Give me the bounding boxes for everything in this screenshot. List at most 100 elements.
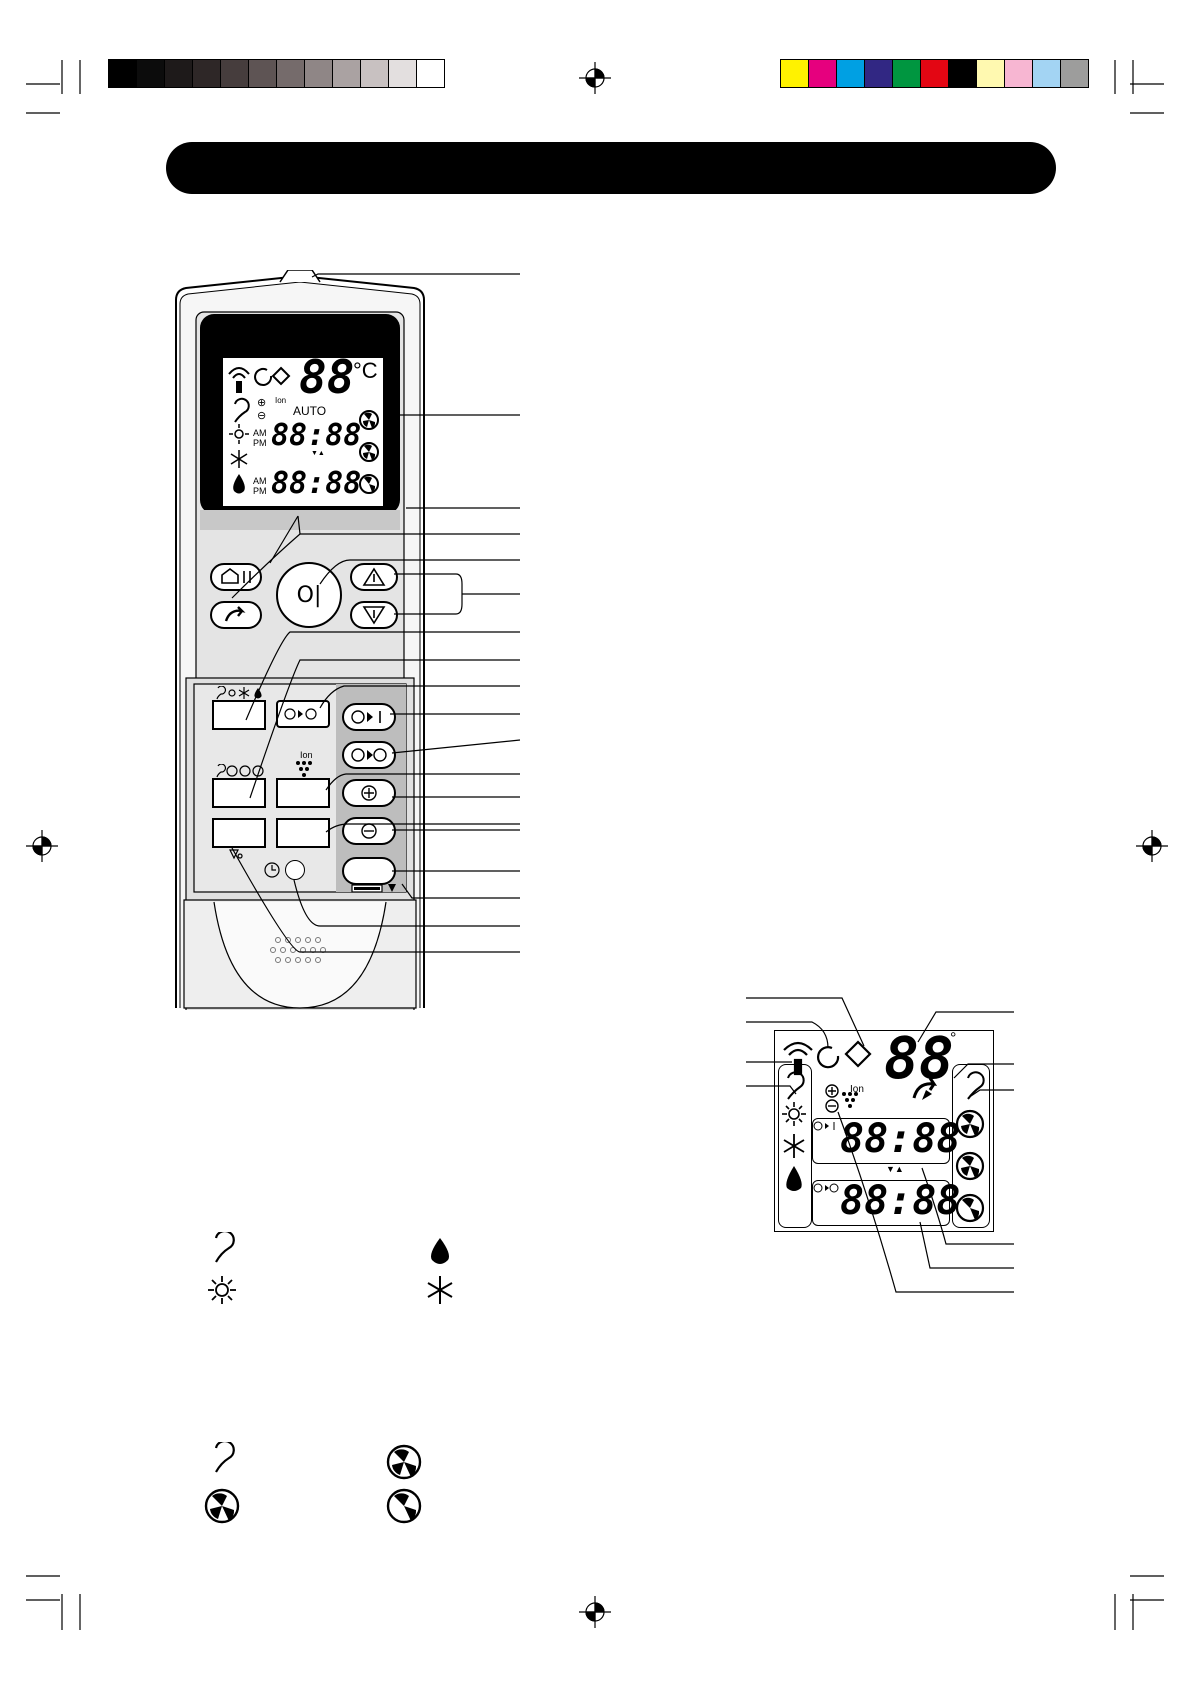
lcd-temp-digits: 88 [299,350,355,404]
plus-button[interactable] [342,779,396,807]
fan-icon-legend [204,1442,422,1524]
auto-mode-icon [214,1232,235,1263]
ion-icon [296,761,312,777]
detail-swing-icon [817,1040,872,1069]
dry-mode-icon [233,474,245,494]
lcd-arrows: ▼▲ [311,450,325,457]
detail-swing-right-icon [967,1071,985,1100]
heat-mode-icon [229,424,249,444]
detail-swing-arrow-icon [912,1077,938,1100]
gray-swatch-5 [248,60,276,87]
fan-medium-icon [204,1488,240,1524]
detail-dry-mode-icon [786,1166,802,1191]
clock-icon [264,862,280,878]
detail-ion-icon [842,1092,858,1108]
lcd-auto-label: AUTO [293,404,327,418]
fan-auto-icon [214,1442,235,1473]
timer-off-cancel-button[interactable] [276,700,330,728]
on-timer-button[interactable] [342,703,396,731]
heat-mode-icon [208,1276,236,1304]
detail-arrows: ▼▲ [886,1164,904,1174]
fan-speed-button[interactable] [212,778,266,808]
color-swatch-8 [1004,60,1032,87]
gray-scale-bar [108,59,445,88]
fan-high-icon [386,1444,422,1480]
detail-timer2-panel [812,1180,950,1226]
detail-temp-digits: 88 [884,1024,954,1092]
temp-up-button[interactable] [350,563,398,591]
lcd-plus-minus: ⊕⊖ [257,397,267,422]
lcd-fan-icons [359,410,379,494]
on-off-button[interactable]: O| [276,562,342,628]
dry-mode-icon [431,1238,449,1264]
minus-button[interactable] [342,817,396,845]
detail-lcd-frame [774,1030,994,1232]
gray-swatch-7 [304,60,332,87]
detail-time-1: 88:88 [840,1116,961,1162]
lcd-time-1: 88:88 [271,418,362,453]
self-clean-button[interactable] [212,818,266,848]
gray-swatch-8 [332,60,360,87]
color-swatch-0 [781,60,808,87]
detail-timer1-panel [812,1118,950,1164]
gray-swatch-4 [220,60,248,87]
cool-mode-icon [427,1276,453,1304]
color-swatch-10 [1060,60,1088,87]
color-swatch-3 [864,60,892,87]
detail-cool-mode-icon [783,1134,805,1158]
swing-button[interactable] [210,601,262,629]
gray-swatch-9 [360,60,388,87]
detail-heat-mode-icon [782,1102,806,1126]
detail-on-timer-icon [813,1121,835,1131]
mode-button[interactable] [212,700,266,730]
target-marks [26,62,1168,1628]
off-timer-button[interactable] [342,741,396,769]
swing-icons [254,366,291,386]
color-swatch-7 [976,60,1004,87]
color-swatch-2 [836,60,864,87]
detail-fan-low-icon [955,1193,985,1223]
gray-swatch-2 [164,60,192,87]
gray-swatch-1 [136,60,164,87]
color-swatch-4 [892,60,920,87]
economy-button[interactable] [276,818,330,848]
detail-signal-icon [783,1041,813,1076]
lcd-ion-label: Ion [275,396,287,405]
lcd-temp-unit: °C [353,358,378,383]
detail-time-2: 88:88 [840,1178,961,1224]
gray-swatch-6 [276,60,304,87]
detail-temp-unit: ° [950,1030,957,1047]
detail-plus-minus-icons [825,1084,839,1113]
mode-icon-legend [208,1232,453,1304]
auto-mode-icon [234,397,250,423]
detail-fan-medium-icon [955,1151,985,1181]
color-swatch-1 [808,60,836,87]
section-title-bar [166,142,1056,194]
color-swatch-5 [920,60,948,87]
signal-icon [228,367,250,393]
gray-swatch-11 [416,60,444,87]
ion-button[interactable] [276,778,330,808]
clock-set-button[interactable] [285,860,305,880]
gray-swatch-3 [192,60,220,87]
detail-fan-high-icon [955,1109,985,1139]
color-swatch-6 [948,60,976,87]
temp-down-button[interactable] [350,601,398,629]
detail-ion-label: Ion [850,1084,864,1095]
lcd-time-2: 88:88 [271,466,362,501]
detail-auto-mode-icon [787,1071,805,1100]
cool-mode-icon [230,450,248,468]
detail-off-timer-icon [813,1183,839,1193]
color-swatch-9 [1032,60,1060,87]
fan-low-icon [386,1488,422,1524]
gray-swatch-10 [388,60,416,87]
ion-button-label: Ion [300,750,313,760]
color-scale-bar [780,59,1089,88]
battery-icon [351,884,396,893]
